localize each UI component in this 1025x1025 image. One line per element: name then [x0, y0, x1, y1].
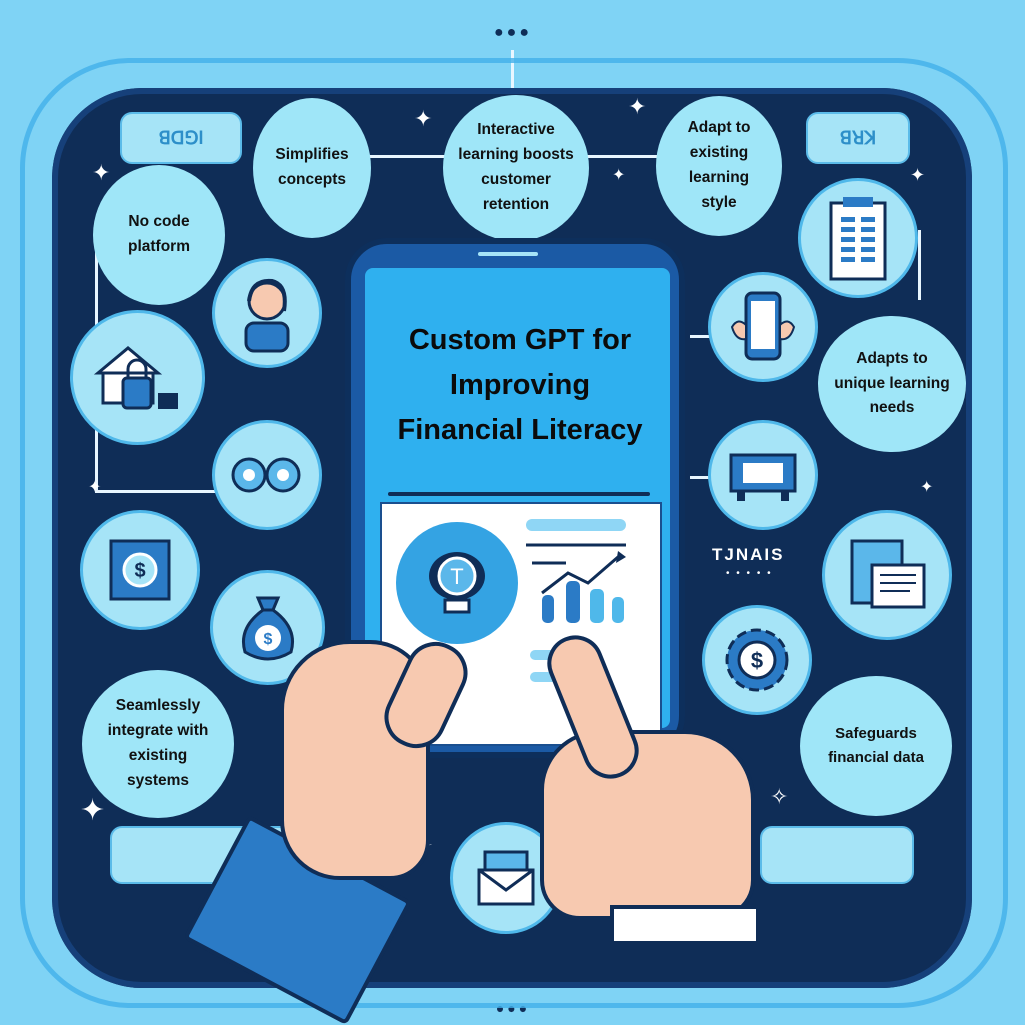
documents-icon	[822, 510, 952, 640]
lightbulb-icon: T	[396, 522, 518, 644]
connector	[690, 335, 710, 338]
dollar-gear-icon: $	[702, 605, 812, 715]
top-dots: ●●●	[494, 24, 532, 41]
sparkle-icon: ✦	[628, 94, 647, 119]
sparkle-icon: ✦	[92, 160, 111, 185]
sparkle-icon: ✦	[920, 479, 934, 496]
sparkle-icon: ✦	[88, 479, 102, 496]
sparkle-icon: ✧	[770, 784, 789, 809]
decor-dots: • • • • •	[726, 568, 773, 579]
svg-text:$: $	[263, 631, 272, 648]
sparkle-icon: ✦	[414, 106, 433, 131]
phone-chat-icon	[708, 272, 818, 382]
bubble-interactive: Interactive learning boosts customer ret…	[443, 95, 589, 241]
bubble-safeguards: Safeguards financial data	[800, 676, 952, 816]
sparkle-icon: ✦	[612, 167, 626, 184]
sparkle-icon: ✦	[80, 794, 106, 827]
bubble-no-code: No code platform	[93, 165, 225, 305]
person-avatar-icon	[212, 258, 322, 368]
outer-arc	[20, 58, 1008, 1008]
connector	[355, 155, 450, 158]
label-pill-left: ꓭꓷ⅁l	[120, 112, 242, 164]
svg-text:$: $	[134, 560, 145, 582]
top-connector	[511, 50, 514, 94]
connector	[582, 155, 657, 158]
right-hand	[540, 730, 755, 920]
decor-text: TJNAIS	[712, 545, 785, 564]
safe-dollar-icon: $	[80, 510, 200, 630]
connector	[918, 230, 921, 300]
phone-speaker	[478, 252, 538, 256]
growth-chart-icon	[522, 515, 652, 635]
connector	[95, 490, 215, 493]
house-padlock-icon	[70, 310, 205, 445]
machine-icon	[708, 420, 818, 530]
screen-divider	[388, 492, 650, 496]
sparkle-icon: ✦	[910, 165, 926, 185]
bubble-adapts-needs: Adapts to unique learning needs	[818, 316, 966, 452]
svg-text:T: T	[450, 564, 463, 589]
page-title: Custom GPT for Improving Financial Liter…	[397, 324, 643, 446]
label-pill-right: ꓭꓤꓘ	[806, 112, 910, 164]
bubble-adapt-style: Adapt to existing learning style	[656, 96, 782, 236]
svg-text:$: $	[751, 648, 763, 673]
bubble-simplifies: Simplifies concepts	[253, 98, 371, 238]
bubble-seamless: Seamlessly integrate with existing syste…	[82, 670, 234, 818]
bottom-pill-right	[760, 826, 914, 884]
right-cuff	[610, 905, 760, 945]
gears-icon	[212, 420, 322, 530]
document-list-icon	[798, 178, 918, 298]
left-hand	[280, 640, 430, 880]
